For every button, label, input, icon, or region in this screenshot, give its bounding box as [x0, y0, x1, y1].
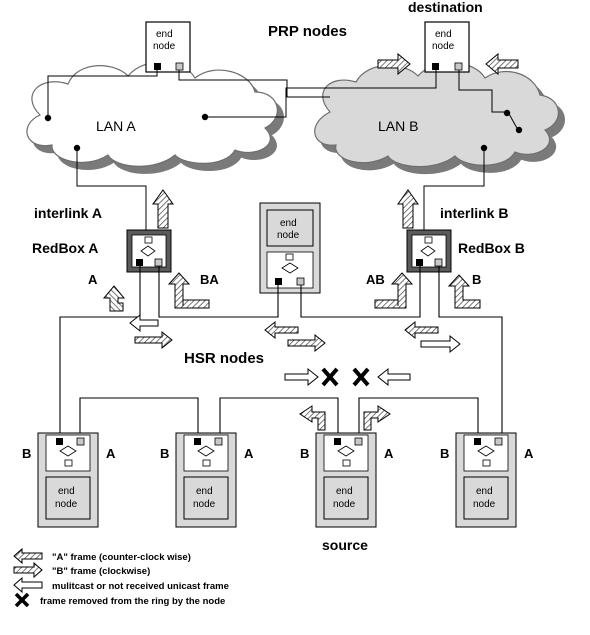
- interlink-b-label: interlink B: [440, 205, 508, 221]
- end-node-text: node: [55, 499, 78, 510]
- legend-multicast: mulitcast or not received unicast frame: [52, 581, 229, 592]
- a-frame-arrow-icon: [13, 547, 43, 565]
- end-node-text: end: [196, 486, 213, 497]
- b-frame-arrow-icon: [13, 561, 43, 579]
- port-light: [296, 277, 305, 286]
- svg-text:end: end: [435, 29, 452, 40]
- port-label-a: A: [524, 446, 534, 461]
- bent-arrow-a: [102, 285, 126, 312]
- arrow-label-a: A: [88, 272, 98, 287]
- hsr-node-1: end node B A: [22, 432, 116, 528]
- lan-a-cloud: [26, 61, 278, 167]
- up-arrow-interlink-a: [152, 189, 174, 229]
- port-light: [354, 437, 363, 446]
- end-node-text: end: [336, 486, 353, 497]
- hsr-ring-lines: [59, 266, 503, 440]
- port-dark: [56, 438, 63, 445]
- a-frame-arrow-icon: [485, 52, 519, 76]
- port-dark: [154, 63, 161, 70]
- arrow-label-ba: BA: [200, 272, 219, 287]
- cross-icon: [14, 592, 30, 608]
- port-light: [175, 62, 184, 71]
- source-bent-arrow-right: [363, 405, 391, 431]
- ring-arrows: [129, 313, 461, 387]
- arrow-label-b: B: [472, 272, 481, 287]
- port-label-b: B: [440, 446, 449, 461]
- interlink-lines: [76, 148, 485, 232]
- port-light: [494, 437, 503, 446]
- legend-removed: frame removed from the ring by the node: [40, 596, 225, 607]
- end-node-text: end: [476, 486, 493, 497]
- lan-tap-dot: [503, 109, 511, 117]
- port-label-b: B: [22, 446, 31, 461]
- legend: "A" frame (counter-clock wise) "B" frame…: [13, 547, 229, 608]
- lan-tap-dot: [201, 113, 209, 121]
- end-node-destination: end node: [424, 21, 470, 73]
- port-label-a: A: [106, 446, 116, 461]
- arrow-label-ab: AB: [366, 272, 385, 287]
- cross-icon: [352, 367, 370, 387]
- port-label-a: A: [244, 446, 254, 461]
- end-node-text: node: [193, 499, 216, 510]
- prp-nodes-title: PRP nodes: [268, 23, 347, 40]
- port-label-b: B: [160, 446, 169, 461]
- svg-text:end: end: [280, 218, 297, 229]
- lan-b-label: LAN B: [378, 118, 418, 134]
- port-dark: [416, 259, 423, 266]
- redbox-a: [126, 229, 172, 273]
- source-label: source: [322, 537, 368, 553]
- destination-label: destination: [408, 0, 483, 15]
- end-node-text: node: [333, 499, 356, 510]
- port-light: [214, 437, 223, 446]
- svg-text:node: node: [432, 41, 455, 52]
- port-light: [434, 258, 443, 267]
- legend-a-frame: "A" frame (counter-clock wise): [52, 552, 191, 563]
- lan-tap-dot: [44, 114, 52, 122]
- end-node-top-left: end node: [145, 21, 191, 73]
- multicast-arrow-icon: [13, 576, 43, 594]
- port-light: [154, 258, 163, 267]
- lan-a-label: LAN A: [96, 118, 136, 134]
- legend-b-frame: "B" frame (clockwise): [52, 566, 150, 577]
- port-label-b: B: [300, 446, 309, 461]
- port-dark: [194, 438, 201, 445]
- hsr-node-source: end node B A: [300, 432, 394, 528]
- bent-arrow-ab: [374, 272, 414, 309]
- hsr-node-2: end node B A: [160, 432, 254, 528]
- up-arrow-interlink-b: [397, 189, 419, 229]
- redbox-b: [406, 229, 452, 273]
- svg-text:node: node: [277, 230, 300, 241]
- interlink-a-label: interlink A: [34, 205, 102, 221]
- hsr-end-node-middle: end node: [259, 202, 321, 294]
- svg-text:node: node: [153, 41, 176, 52]
- bent-arrow-b: [447, 274, 481, 309]
- svg-text:end: end: [156, 29, 173, 40]
- port-light: [76, 437, 85, 446]
- port-dark: [432, 63, 439, 70]
- port-dark: [136, 259, 143, 266]
- redbox-a-label: RedBox A: [32, 240, 98, 256]
- port-label-a: A: [384, 446, 394, 461]
- port-light: [454, 62, 463, 71]
- lan-b-cloud: [314, 62, 559, 168]
- end-node-text: node: [473, 499, 496, 510]
- hsr-nodes-label: HSR nodes: [184, 350, 264, 367]
- end-node-text: end: [58, 486, 75, 497]
- port-dark: [334, 438, 341, 445]
- b-frame-arrow-icon: [377, 52, 411, 76]
- bent-arrow-ba: [167, 272, 210, 309]
- source-bent-arrow-left: [299, 405, 326, 431]
- port-dark: [474, 438, 481, 445]
- redbox-b-label: RedBox B: [458, 240, 525, 256]
- port-dark: [275, 278, 282, 285]
- cross-icon: [321, 367, 339, 387]
- hsr-node-4: end node B A: [440, 432, 534, 528]
- lan-tap-dot: [515, 126, 523, 134]
- prp-lan-links: [47, 70, 519, 131]
